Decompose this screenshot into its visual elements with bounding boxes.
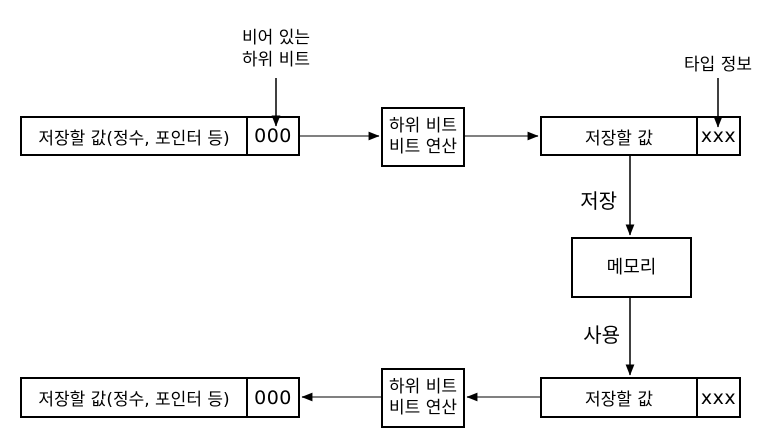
node-tagged-value-top-label: 저장할 값 — [585, 128, 653, 149]
node-bit-operation-bottom: 하위 비트 비트 연산 — [381, 368, 465, 428]
node-memory-label: 메모리 — [606, 257, 657, 278]
node-value-top-label: 저장할 값(정수, 포인터 등) — [38, 128, 230, 149]
node-value-with-empty-bits-top: 저장할 값(정수, 포인터 등) 000 — [20, 116, 300, 156]
node-tagged-value-top: 저장할 값 xxx — [540, 116, 741, 156]
node-bit-operation-bottom-line2: 비트 연산 — [389, 398, 457, 418]
node-bit-operation-top: 하위 비트 비트 연산 — [381, 107, 465, 167]
annotation-type-info: 타입 정보 — [648, 54, 784, 76]
node-value-bottom-bits: 000 — [246, 379, 298, 416]
node-memory: 메모리 — [571, 237, 692, 298]
edge-label-store: 저장 — [580, 189, 617, 213]
node-tagged-value-bottom-label: 저장할 값 — [585, 390, 653, 410]
node-tagged-value-top-bits: xxx — [696, 118, 739, 154]
node-tagged-value-bottom: 저장할 값 xxx — [540, 377, 741, 418]
edge-label-use: 사용 — [583, 323, 620, 347]
annotation-empty-lower-bits-line2: 하위 비트 — [242, 50, 310, 70]
annotation-empty-lower-bits-line1: 비어 있는 — [242, 28, 310, 48]
node-bit-operation-bottom-line1: 하위 비트 — [389, 377, 457, 397]
node-bit-operation-top-line2: 비트 연산 — [389, 137, 457, 157]
node-tagged-value-bottom-bits: xxx — [696, 379, 739, 416]
node-value-top-bits: 000 — [246, 118, 298, 154]
annotation-type-info-label: 타입 정보 — [684, 55, 752, 75]
node-bit-operation-top-line1: 하위 비트 — [389, 116, 457, 136]
node-value-with-empty-bits-bottom: 저장할 값(정수, 포인터 등) 000 — [20, 377, 300, 418]
node-value-bottom-label: 저장할 값(정수, 포인터 등) — [38, 390, 230, 410]
annotation-empty-lower-bits: 비어 있는 하위 비트 — [206, 27, 346, 71]
